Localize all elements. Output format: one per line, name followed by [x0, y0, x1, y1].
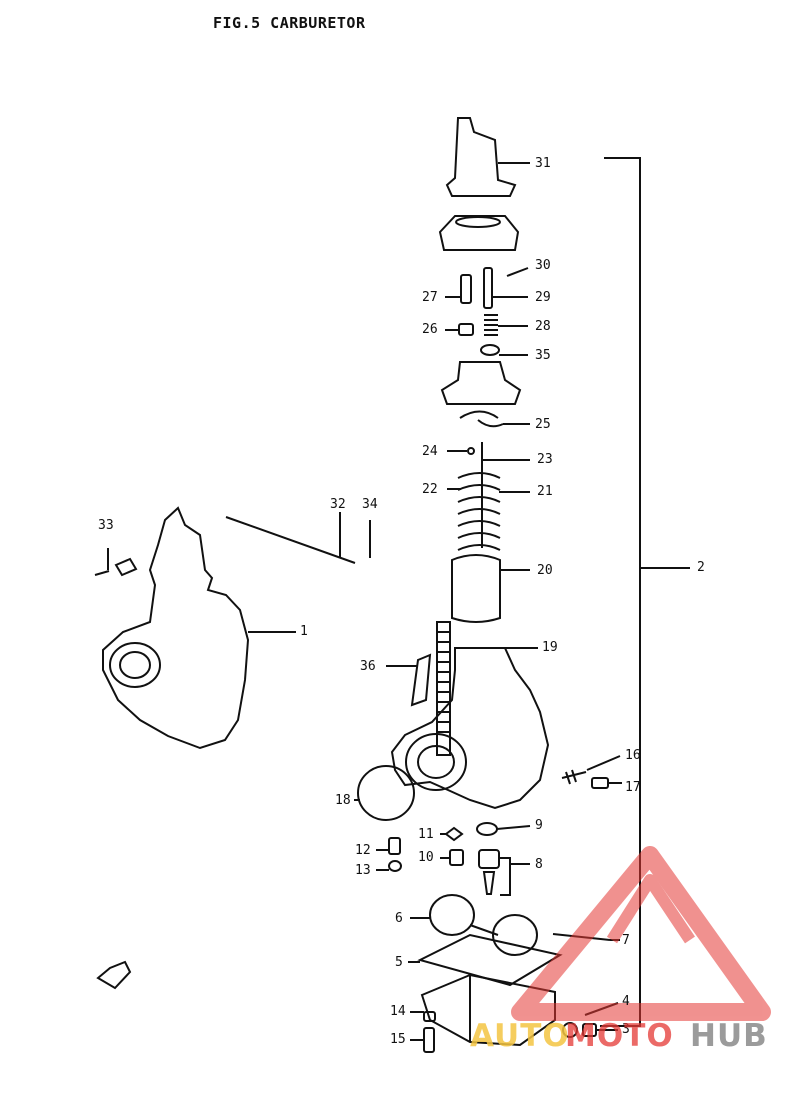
label-19: 19 — [542, 640, 558, 655]
label-33: 33 — [98, 518, 114, 533]
throttle-valve — [451, 554, 501, 623]
label-13: 13 — [355, 863, 371, 878]
label-11: 11 — [418, 827, 434, 842]
front-arrow-icon — [96, 960, 132, 990]
label-32: 32 — [330, 497, 346, 512]
throttle-spring — [457, 472, 501, 551]
label-2: 2 — [697, 560, 705, 575]
label-4: 4 — [622, 994, 630, 1009]
label-24: 24 — [422, 444, 438, 459]
label-9: 9 — [535, 818, 543, 833]
small-spring — [484, 314, 498, 336]
label-20: 20 — [537, 563, 553, 578]
float-bowl — [420, 973, 556, 1047]
label-6: 6 — [395, 911, 403, 926]
watermark-logo — [511, 846, 771, 1021]
label-28: 28 — [535, 319, 551, 334]
top-cap — [445, 117, 517, 197]
label-14: 14 — [390, 1004, 406, 1019]
figure-title: FIG.5 CARBURETOR — [213, 14, 366, 32]
label-29: 29 — [535, 290, 551, 305]
label-1: 1 — [300, 624, 308, 639]
label-25: 25 — [535, 417, 551, 432]
label-23: 23 — [537, 452, 553, 467]
float-right — [492, 914, 538, 956]
ring-nut — [438, 215, 520, 251]
carburetor-body — [390, 647, 550, 810]
label-31: 31 — [535, 156, 551, 171]
label-16: 16 — [625, 748, 641, 763]
label-22: 22 — [422, 482, 438, 497]
watermark-text-auto: AUTO — [470, 1018, 570, 1054]
float-left — [429, 894, 475, 936]
label-8: 8 — [535, 857, 543, 872]
label-26: 26 — [422, 322, 438, 337]
label-17: 17 — [625, 780, 641, 795]
label-36: 36 — [360, 659, 376, 674]
watermark-text-moto: MOTO — [565, 1018, 674, 1054]
watermark-text-hub: HUB — [690, 1018, 768, 1054]
assembled-carburetor — [102, 506, 250, 750]
label-5: 5 — [395, 955, 403, 970]
label-15: 15 — [390, 1032, 406, 1047]
label-12: 12 — [355, 843, 371, 858]
label-27: 27 — [422, 290, 438, 305]
needle-holder — [440, 361, 522, 405]
label-10: 10 — [418, 850, 434, 865]
label-3: 3 — [622, 1022, 630, 1037]
label-34: 34 — [362, 497, 378, 512]
label-18: 18 — [335, 793, 351, 808]
gasket-ring — [357, 765, 415, 821]
label-35: 35 — [535, 348, 551, 363]
label-7: 7 — [622, 933, 630, 948]
label-21: 21 — [537, 484, 553, 499]
assembly-bracket — [600, 157, 641, 1027]
label-30: 30 — [535, 258, 551, 273]
